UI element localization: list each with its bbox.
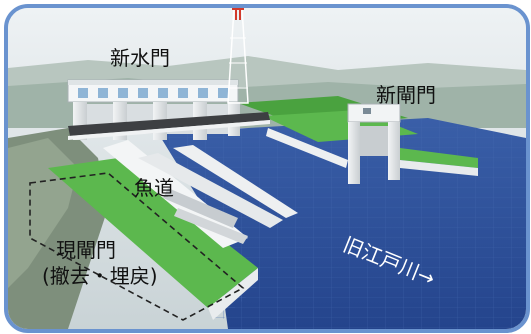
current-lock-outline xyxy=(29,172,245,321)
new-water-gate-structure xyxy=(67,79,270,140)
fishway-steps xyxy=(163,188,238,228)
transmission-tower xyxy=(227,8,249,104)
dam-scene-illustration xyxy=(8,8,526,329)
current-lock-wall xyxy=(208,268,258,320)
label-current-lock-note: (撤去・埋戻) xyxy=(42,264,158,288)
new-lock-gate-structure xyxy=(347,103,478,184)
label-fishway: 魚道 xyxy=(134,176,174,200)
current-lock-embankment xyxy=(48,158,258,308)
fishway-steps-lower xyxy=(174,208,248,244)
label-new-lock-gate: 新閘門 xyxy=(376,83,436,107)
fishway-wall xyxy=(138,153,283,228)
image-frame: 新水門 新閘門 魚道 現閘門 (撤去・埋戻) 旧江戸川→ xyxy=(4,4,530,333)
label-new-water-gate: 新水門 xyxy=(110,46,170,70)
label-current-lock-gate: 現閘門 xyxy=(56,238,116,262)
guide-wall xyxy=(173,145,298,218)
lock-approach-wall xyxy=(266,128,348,168)
current-lock-wall-pattern xyxy=(213,280,258,326)
